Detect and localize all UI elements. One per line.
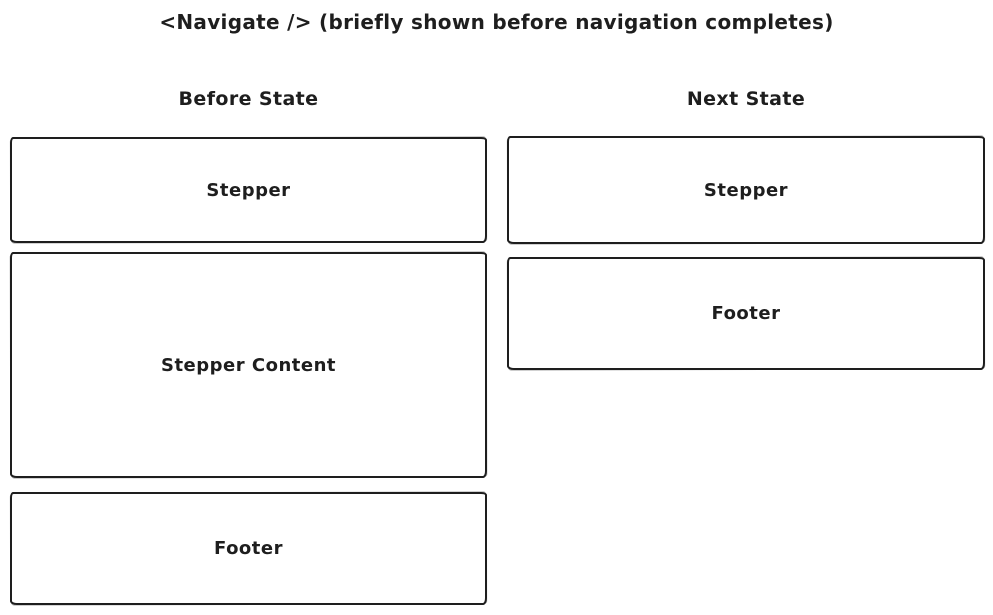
next-footer-label: Footer [711, 303, 781, 324]
before-stepper-content-box: Stepper Content [10, 252, 487, 478]
before-state-heading: Before State [178, 88, 319, 110]
before-footer-label: Footer [214, 538, 283, 559]
diagram-title: <Navigate /> (briefly shown before navig… [159, 10, 834, 34]
before-stepper-box: Stepper [10, 137, 487, 243]
before-footer-box: Footer [10, 492, 487, 605]
next-footer-box: Footer [507, 257, 985, 370]
before-stepper-label: Stepper [206, 179, 291, 201]
next-stepper-label: Stepper [703, 179, 789, 201]
next-stepper-box: Stepper [507, 136, 985, 244]
before-stepper-content-label: Stepper Content [160, 354, 337, 376]
next-state-heading: Next State [686, 88, 806, 110]
